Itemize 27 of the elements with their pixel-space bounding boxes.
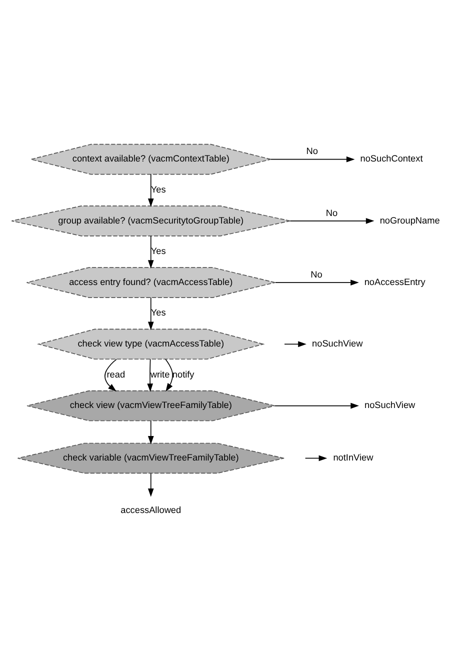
edge-label: No xyxy=(310,268,322,279)
edge-label: write xyxy=(150,368,170,379)
arrow xyxy=(148,420,154,444)
arrow xyxy=(148,472,154,496)
node-text: noSuchContext xyxy=(360,153,423,164)
edge-label: No xyxy=(306,146,318,156)
node-text: noAccessEntry xyxy=(364,276,426,286)
node-text: noSuchView xyxy=(312,338,363,348)
arrow xyxy=(148,173,154,206)
arrow xyxy=(274,402,359,408)
node-text: noGroupName xyxy=(380,214,440,225)
edge-label: read xyxy=(106,368,126,379)
edge-label: No xyxy=(326,207,338,218)
arrow xyxy=(304,454,328,461)
arrow xyxy=(147,358,153,392)
arrow xyxy=(104,358,117,391)
arrow xyxy=(290,218,374,224)
arrow xyxy=(270,156,355,162)
arrow xyxy=(148,296,154,330)
arrow xyxy=(148,235,154,268)
node-text: accessAllowed xyxy=(120,504,182,515)
edge-label: notify xyxy=(172,368,194,379)
arrow xyxy=(165,358,174,392)
node-text: noSuchView xyxy=(364,400,416,410)
node-text: notInView xyxy=(333,452,374,462)
arrow xyxy=(274,279,359,285)
arrow xyxy=(284,340,306,347)
